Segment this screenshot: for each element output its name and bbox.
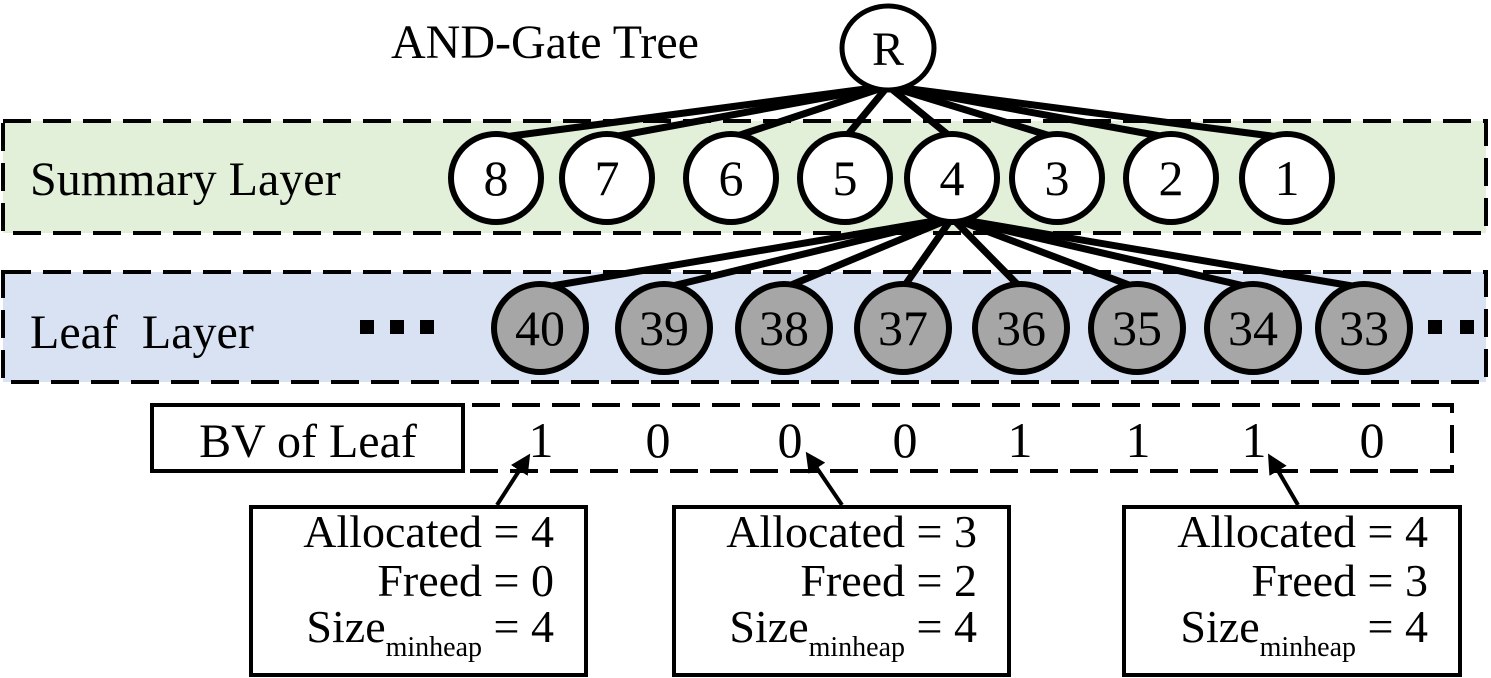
leaf-edges — [536, 214, 1368, 292]
minheap-size: Sizeminheap = 4 — [729, 601, 977, 663]
summary-node-1: 1 — [1239, 131, 1335, 225]
leaf-node-label: 33 — [1339, 300, 1389, 356]
leaf-edge-39 — [660, 214, 956, 292]
summary-node-7: 7 — [559, 131, 655, 225]
leaf-edge-37 — [899, 214, 956, 292]
annotation-arrows — [495, 451, 1300, 507]
root-node: R — [839, 3, 937, 93]
bit-value: 1 — [529, 412, 554, 468]
leaf-edge-38 — [780, 214, 956, 292]
bit-value: 0 — [646, 412, 671, 468]
summary-node-6: 6 — [683, 131, 779, 225]
bit-value: 1 — [1126, 412, 1151, 468]
root-edge-1 — [884, 82, 1291, 142]
root-node-label: R — [872, 23, 904, 76]
root-edge-4 — [884, 82, 956, 142]
summary-node-label: 8 — [484, 150, 509, 206]
summary-layer-label: Summary Layer — [30, 153, 341, 206]
summary-node-label: 1 — [1275, 150, 1300, 206]
summary-node-label: 3 — [1045, 150, 1070, 206]
summary-node-label: 5 — [833, 150, 858, 206]
leaf-node-36: 36 — [972, 281, 1070, 375]
summary-node-3: 3 — [1009, 131, 1105, 225]
summary-node-label: 7 — [595, 150, 620, 206]
bitvector-bits: 1 0 0 0 1 1 1 0 — [529, 412, 1385, 468]
allocated-count: Allocated = 4 — [303, 506, 554, 557]
leaf-node-39: 39 — [615, 281, 713, 375]
leaf-edge-33 — [948, 214, 1368, 292]
annotation-arrow-2 — [805, 451, 844, 507]
minheap-size: Sizeminheap = 4 — [1180, 601, 1428, 663]
leaf-node-38: 38 — [735, 281, 833, 375]
bit-value: 0 — [893, 412, 918, 468]
leaf-node-34: 34 — [1204, 281, 1302, 375]
summary-nodes: 8 7 6 5 4 3 2 1 — [448, 131, 1335, 225]
summary-node-label: 2 — [1159, 150, 1184, 206]
annotation-arrow-1 — [495, 453, 531, 507]
root-edges — [492, 82, 1291, 142]
freed-count: Freed = 3 — [1251, 555, 1428, 606]
freed-count: Freed = 2 — [800, 555, 977, 606]
leaf-node-label: 37 — [878, 300, 928, 356]
leaf-node-label: 40 — [515, 300, 565, 356]
bit-value: 1 — [1008, 412, 1033, 468]
leaf-node-label: 35 — [1112, 300, 1162, 356]
minheap-size: Sizeminheap = 4 — [306, 601, 554, 663]
bit-value: 0 — [778, 412, 803, 468]
leaf-nodes: 40 39 38 37 36 35 34 33 — [491, 281, 1413, 375]
bit-value: 1 — [1242, 412, 1267, 468]
bitvector-label: BV of Leaf — [199, 415, 417, 468]
bitvector-label-box — [150, 403, 465, 473]
root-edge-6 — [727, 82, 892, 142]
leaf-edge-40 — [536, 214, 956, 292]
summary-node-4: 4 — [904, 131, 1000, 225]
leaf-node-35: 35 — [1088, 281, 1186, 375]
summary-node-label: 4 — [940, 150, 965, 206]
leaf-node-label: 38 — [759, 300, 809, 356]
leaf-edge-35 — [948, 214, 1141, 292]
root-edge-5 — [841, 82, 892, 142]
diagram-title: AND-Gate Tree — [391, 16, 699, 69]
leaf-ellipsis-right — [1428, 320, 1474, 334]
summary-node-8: 8 — [448, 131, 544, 225]
summary-node-2: 2 — [1123, 131, 1219, 225]
leaf-layer-label: Leaf Layer — [30, 306, 254, 359]
leaf-node-33: 33 — [1315, 281, 1413, 375]
summary-node-label: 6 — [719, 150, 744, 206]
summary-node-5: 5 — [797, 131, 893, 225]
leaf-node-40: 40 — [491, 281, 589, 375]
leaf-node-label: 39 — [639, 300, 689, 356]
leaf-node-label: 34 — [1228, 300, 1278, 356]
leaf-edge-36 — [948, 214, 1025, 292]
leaf-ellipsis-left — [360, 320, 434, 334]
allocated-count: Allocated = 4 — [1177, 506, 1428, 557]
root-edge-7 — [603, 82, 892, 142]
freed-count: Freed = 0 — [377, 555, 554, 606]
bit-value: 0 — [1360, 412, 1385, 468]
leaf-node-label: 36 — [996, 300, 1046, 356]
allocated-count: Allocated = 3 — [726, 506, 977, 557]
annotation-arrow-3 — [1267, 453, 1300, 507]
leaf-node-37: 37 — [854, 281, 952, 375]
